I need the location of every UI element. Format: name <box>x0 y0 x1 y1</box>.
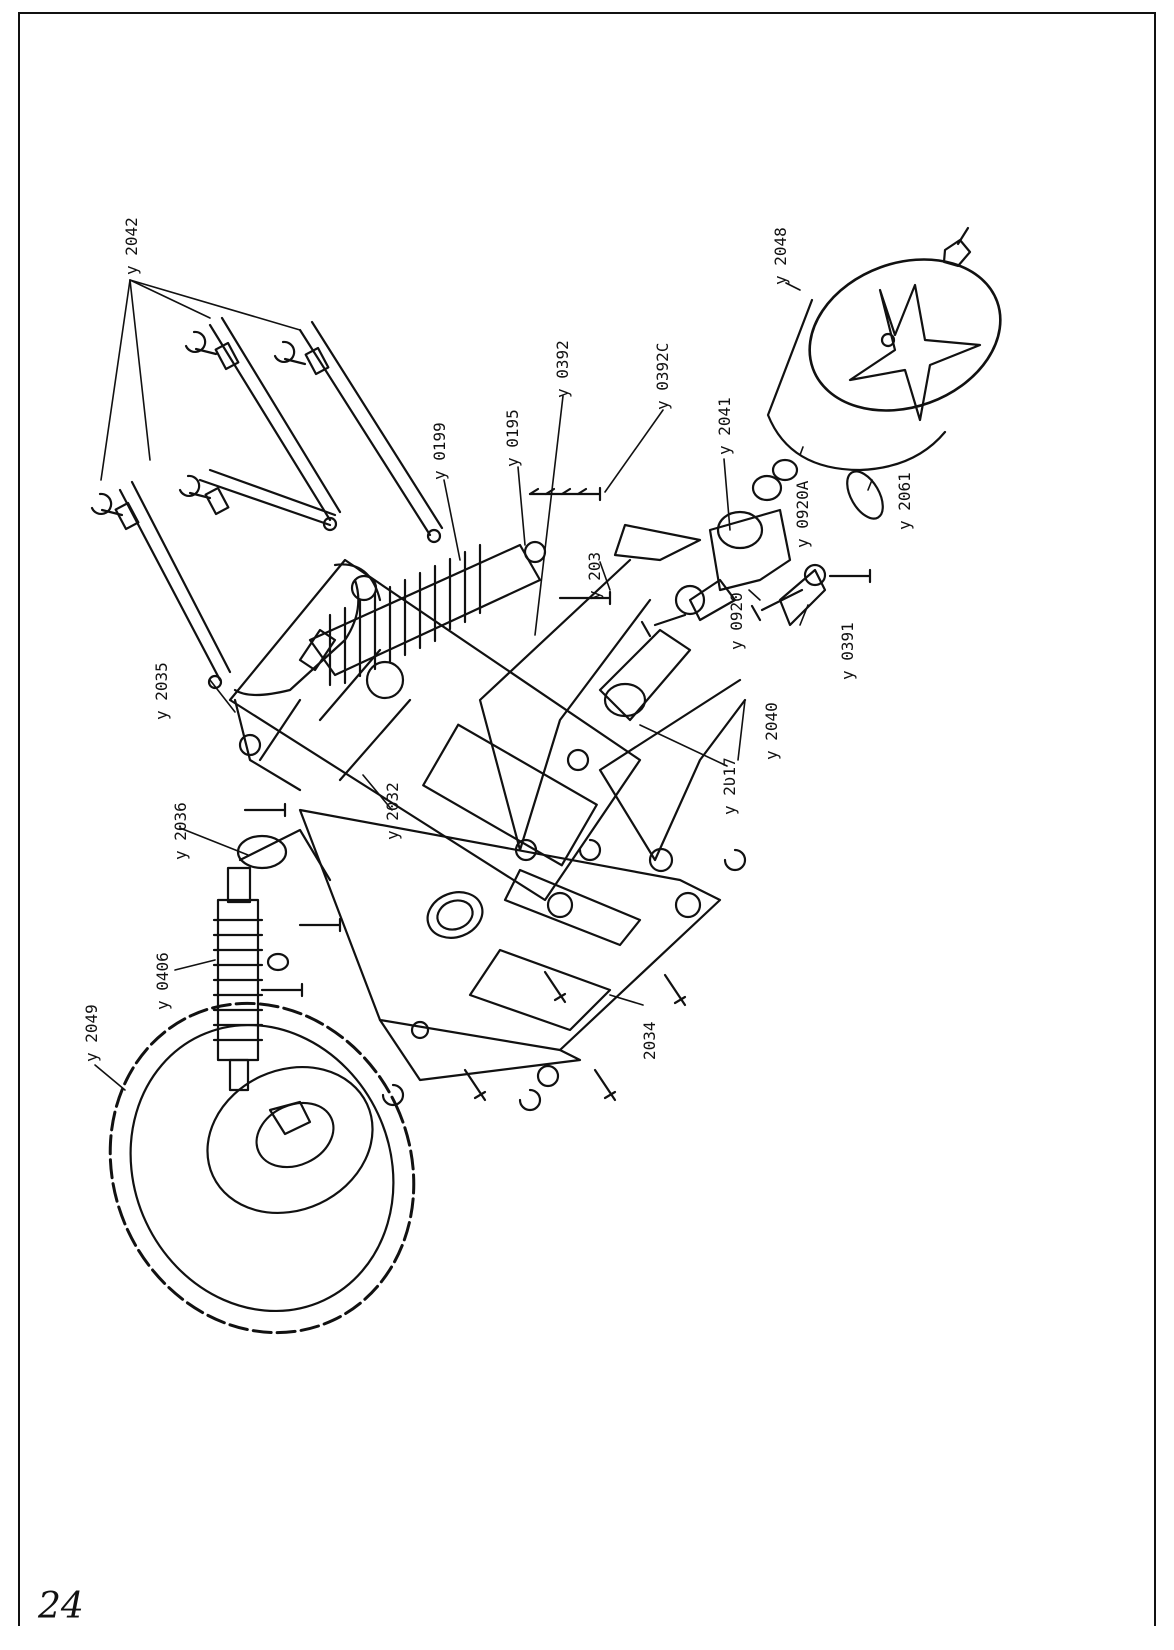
callout-y0199: y 0199 <box>430 422 449 480</box>
callout-y0406: y 0406 <box>153 952 172 1010</box>
callout-y2041: y 2041 <box>715 397 734 455</box>
linkage-rods <box>90 316 444 690</box>
e-clips <box>381 838 747 1112</box>
callout-y2048: y 2048 <box>771 227 790 285</box>
upper-shock <box>298 540 547 700</box>
callout-y0392c: y 0392C <box>653 343 672 410</box>
callout-y2036: y 2036 <box>171 802 190 860</box>
callout-y2035: y 2035 <box>152 662 171 720</box>
callout-y0920: y 0920 <box>727 592 746 650</box>
chassis-frame <box>228 558 747 1088</box>
callout-y0195: y 0195 <box>503 409 522 467</box>
leader-lines <box>94 279 873 1091</box>
callout-y203: y 203 <box>585 552 604 600</box>
front-wheel <box>766 226 1002 472</box>
callout-y2061: y 2061 <box>895 472 914 530</box>
callout-y0920a: y 0920A <box>793 480 812 548</box>
callout-2034: 2034 <box>640 1021 659 1060</box>
callout-y0392: y 0392 <box>553 340 572 398</box>
part-callouts: y 2042 y 2048 y 0392C y 0392 y 0195 y 01… <box>82 217 914 1062</box>
front-hub-assembly <box>598 458 827 722</box>
callout-y2032: y 2032 <box>383 782 402 840</box>
callout-y0391: y 0391 <box>838 622 857 680</box>
clip-2061 <box>846 470 884 520</box>
rear-shock <box>212 828 332 1092</box>
rear-wheel <box>108 1001 416 1335</box>
callout-y2040: y 2040 <box>762 702 781 760</box>
callout-y2049: y 2049 <box>82 1004 101 1062</box>
callout-y2017: y 2Ʋ17 <box>720 757 739 815</box>
callout-y2042: y 2042 <box>122 217 141 275</box>
page-border <box>18 12 1156 1626</box>
page-number: 24 <box>38 1586 84 1627</box>
screws <box>243 486 872 1102</box>
